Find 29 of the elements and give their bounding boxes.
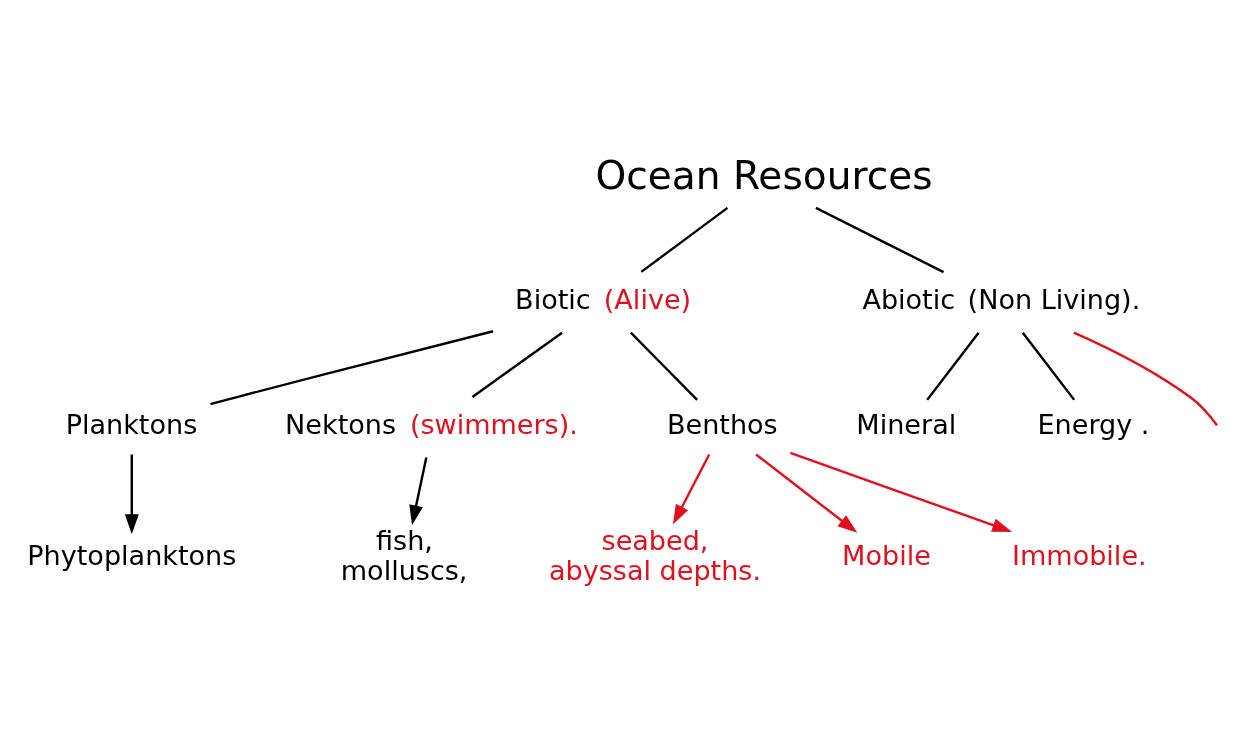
node-text: Biotic	[515, 283, 591, 315]
connector	[926, 331, 980, 401]
connector	[1073, 331, 1218, 427]
node-text: fish, molluscs,	[340, 524, 468, 586]
node-text: Nektons	[285, 408, 397, 440]
node-text: Mobile	[842, 539, 931, 571]
arrow	[672, 453, 711, 525]
connector	[640, 206, 729, 273]
connector	[1021, 331, 1076, 401]
node-text: Planktons	[65, 408, 198, 440]
node-text: seabed, abyssal depths.	[548, 524, 761, 586]
node-text: Ocean Resources	[595, 153, 933, 199]
connector	[210, 330, 494, 406]
node-text: Abiotic	[862, 283, 956, 315]
node-label: (Non Living).	[967, 283, 1141, 315]
node-text: Benthos	[666, 408, 778, 440]
arrow	[789, 451, 1013, 532]
node-text: Phytoplanktons	[27, 539, 237, 571]
arrow	[124, 454, 139, 535]
connector	[629, 331, 698, 401]
connector	[815, 206, 945, 274]
connector	[471, 331, 563, 398]
node-text: Energy .	[1037, 408, 1150, 440]
node-label: (Alive)	[603, 283, 692, 315]
node-label: (swimmers).	[409, 408, 578, 440]
node-text: Mineral	[856, 408, 957, 440]
arrow	[409, 457, 428, 526]
arrow	[755, 453, 858, 533]
node-text: Immobile.	[1011, 539, 1147, 571]
